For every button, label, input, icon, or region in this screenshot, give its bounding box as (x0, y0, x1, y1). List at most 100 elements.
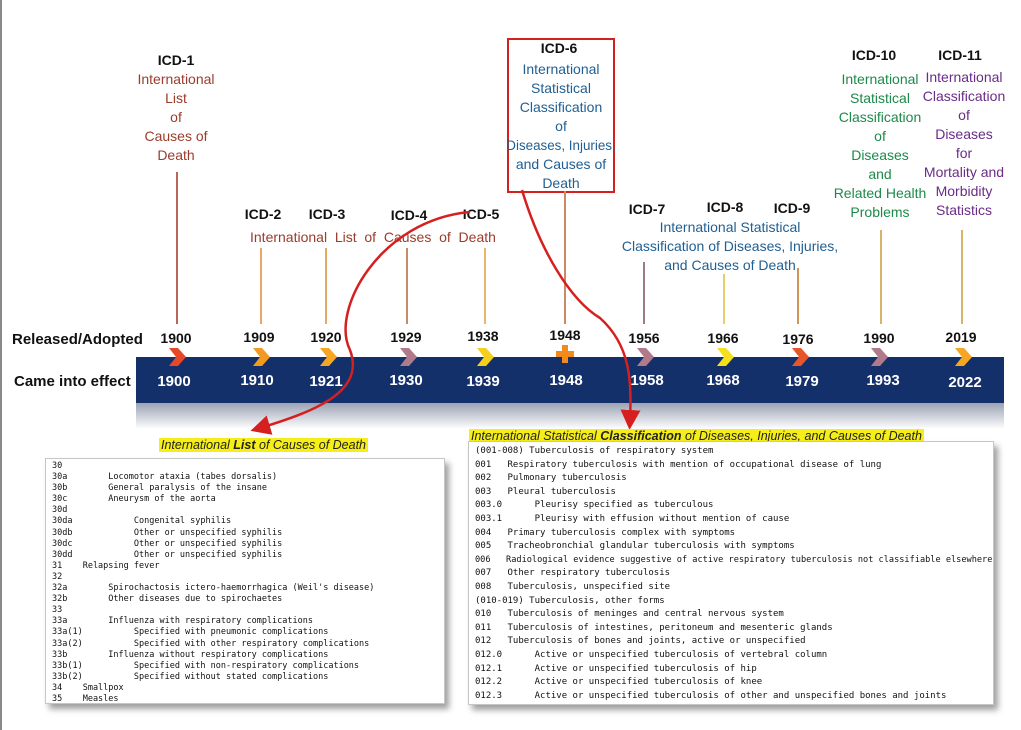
chevron-right-icon (637, 348, 654, 366)
classification-line: 005 Tracheobronchial glandular tuberculo… (475, 541, 795, 552)
icd6-title-line: Death (542, 175, 580, 191)
timeline-band-shadow (136, 403, 1004, 429)
icd10-title-line: Diseases (851, 147, 909, 163)
classification-line: 001 Respiratory tuberculosis with mentio… (475, 459, 882, 470)
icd7-9-title-line: Classification of Diseases, Injuries, (621, 238, 839, 254)
icd2-5-title: International List of Causes of Death (250, 229, 496, 245)
icd11-title-line: International (925, 69, 1003, 85)
icd10-connector (880, 230, 882, 324)
icd11-title-line: Diseases (935, 126, 993, 142)
chevron-right-icon (717, 348, 734, 366)
icd10-title-line: and (868, 166, 892, 182)
icd9-label: ICD-9 (773, 200, 811, 216)
released-year: 1900 (160, 330, 192, 346)
classification-line: 012.3 Active or unspecified tuberculosis… (475, 690, 947, 701)
caption-text: International (161, 438, 234, 452)
icd10-title: International Statistical Classification… (820, 70, 940, 222)
effect-year: 1900 (157, 373, 191, 390)
chevron-right-icon (253, 348, 270, 366)
icd6-title-line: of (555, 118, 567, 134)
released-year: 1920 (310, 329, 342, 345)
chevron-right-icon (320, 348, 337, 366)
arrow-to-list-panel (250, 210, 471, 435)
list-line: 31 Relapsing fever (52, 560, 160, 571)
list-line: 30db Other or unspecified syphilis (52, 527, 283, 538)
list-line: 34 Smallpox (52, 682, 124, 693)
list-line: 30dd Other or unspecified syphilis (52, 549, 283, 560)
classification-line: 003.1 Pleurisy with effusion without men… (475, 513, 790, 524)
icd1-connector (176, 172, 178, 324)
list-line: 33a(1) Specified with pneumonic complica… (52, 627, 329, 638)
icd6-title-line: Diseases, Injuries, (506, 138, 616, 153)
icd11-title-line: Morbidity (935, 183, 993, 199)
released-year: 1938 (467, 328, 499, 344)
effect-row-label: Came into effect (14, 373, 131, 390)
classification-line: 003.0 Pleurisy specified as tuberculous (475, 500, 714, 511)
classification-line: 011 Tuberculosis of intestines, peritone… (475, 622, 833, 633)
effect-year: 1921 (309, 373, 343, 390)
icd4-label: ICD-4 (390, 207, 428, 223)
icd6-callout-box (507, 38, 615, 193)
arrow-to-classification-panel (520, 189, 641, 430)
caption-text: of Causes of Death (255, 438, 366, 452)
chevron-right-icon (169, 348, 186, 366)
icd3-connector (325, 248, 327, 324)
icd5-label: ICD-5 (462, 206, 500, 222)
icd7-9-title-line: and Causes of Death (664, 257, 796, 273)
classification-line: 012 Tuberculosis of bones and joints, ac… (475, 636, 806, 647)
icd11-label: ICD-11 (938, 47, 982, 63)
icd6-title-line: and Causes of (515, 156, 607, 172)
effect-year: 1968 (706, 372, 740, 389)
effect-year: 2022 (948, 374, 982, 391)
released-row-label: Released/Adopted (12, 331, 143, 348)
classification-line: 003 Pleural tuberculosis (475, 486, 616, 497)
list-line: 35 Measles (52, 693, 119, 704)
icd1-title-line: of (170, 109, 182, 125)
classification-line: 012.1 Active or unspecified tuberculosis… (475, 663, 757, 674)
list-panel-caption: International List of Causes of Death (159, 436, 368, 454)
icd5-connector (484, 248, 486, 324)
icd6-title-line: International (522, 61, 600, 77)
released-year: 1956 (628, 330, 660, 346)
list-line: 32 (52, 571, 63, 582)
released-year: 1909 (243, 329, 275, 345)
classification-line: 004 Primary tuberculosis complex with sy… (475, 527, 736, 538)
caption-bold: List (233, 438, 256, 452)
released-year: 1990 (863, 330, 895, 346)
icd11-title-line: for (955, 145, 973, 161)
timeline-band (136, 357, 1004, 403)
icd7-9-title-line: International Statistical (659, 219, 801, 235)
icd1-title-line: List (165, 90, 187, 106)
icd11-title: International Classification of Diseases… (904, 68, 1021, 220)
list-line: 30c Aneurysm of the aorta (52, 494, 216, 505)
effect-year: 1948 (549, 372, 583, 389)
classification-panel: (001-008) Tuberculosis of respiratory sy… (468, 441, 994, 705)
icd8-connector (723, 274, 725, 324)
list-line: 30b General paralysis of the insane (52, 483, 267, 494)
list-line: 30d (52, 505, 68, 516)
released-year: 1948 (549, 327, 581, 343)
icd7-9-title: International Statistical Classification… (620, 218, 840, 275)
icd1-title: International List of Causes of Death (116, 70, 236, 165)
list-line: 33b(1) Specified with non-respiratory co… (52, 660, 360, 671)
chevron-right-icon (400, 348, 417, 366)
classification-line: 008 Tuberculosis, unspecified site (475, 581, 671, 592)
icd11-connector (961, 230, 963, 324)
effect-year: 1939 (466, 373, 500, 390)
icd1-title-line: Death (157, 147, 195, 163)
list-line: 33a(2) Specified with other respiratory … (52, 638, 370, 649)
icd7-connector (643, 262, 645, 324)
icd11-title-line: Statistics (935, 202, 992, 218)
effect-year: 1958 (630, 372, 664, 389)
icd10-title-line: Problems (850, 204, 910, 220)
classification-panel-caption: International Statistical Classification… (469, 427, 924, 445)
list-line: 32a Spirochactosis ictero-haemorrhagica … (52, 583, 375, 594)
released-year: 1976 (782, 331, 814, 347)
list-line: 33 (52, 605, 63, 616)
list-line: 30da Congenital syphilis (52, 516, 232, 527)
classification-panel-caption-highlight: International Statistical Classification… (469, 429, 924, 443)
icd6-title: International Statistical Classification… (505, 60, 617, 193)
